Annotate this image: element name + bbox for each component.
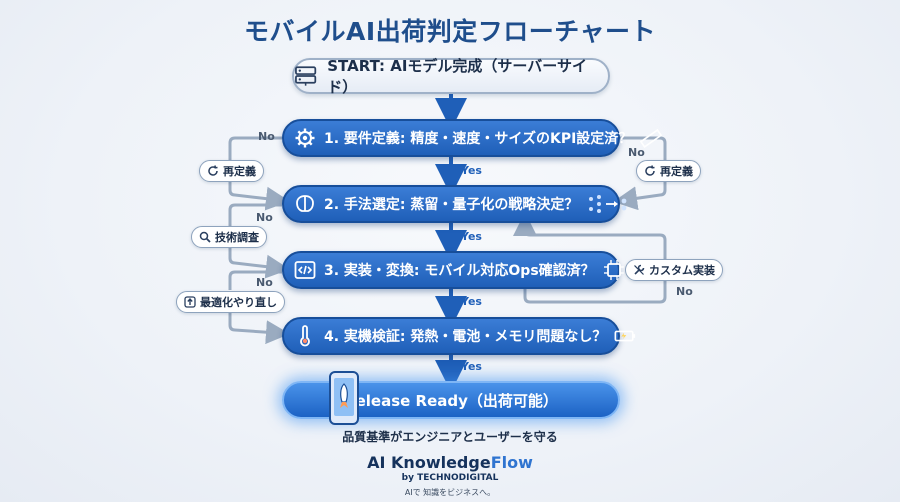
step-1-label: 1. 要件定義: 精度・速度・サイズのKPI設定済？ [324,131,633,147]
upload-icon [184,296,196,308]
reoptimize-label: 最適化やり直し [200,296,277,309]
loop-step3-left [228,270,282,290]
step-3-label: 3. 実装・変換: モバイル対応Ops確認済？ [324,263,595,279]
tech-research-label: 技術調査 [215,231,259,244]
refresh-icon [645,165,655,176]
yes-label-3: Yes [461,295,482,308]
chip-icon [603,259,625,281]
wrench-icon [634,264,645,275]
refresh-icon [208,165,218,176]
ruler-icon [640,127,663,149]
loop-step1-right [620,136,667,160]
diagram-title: モバイルAI出荷判定フローチャート [244,17,656,46]
step-1-node: 1. 要件定義: 精度・速度・サイズのKPI設定済？ [282,119,663,157]
gear-icon [294,127,316,149]
brand-by: by TECHNODIGITAL [401,473,499,483]
brand-slogan: AIで 知識をビジネスへ。 [404,488,496,497]
redefine-left-label: 再定義 [223,165,256,178]
yes-label-2: Yes [461,230,482,243]
brain-icon [294,193,316,215]
yes-label-4: Yes [461,360,482,373]
server-icon [295,66,317,86]
loop-step1-left [228,136,282,160]
step-4-label: 4. 実機検証: 発熱・電池・メモリ問題なし？ [324,329,607,345]
no-label-step1-left: No [258,130,275,143]
brand-part1: AI Knowledge [367,453,491,472]
redefine-right-pill: 再定義 [636,160,701,182]
battery-icon [614,325,636,347]
redefine-right-label: 再定義 [660,165,693,178]
brand-part2: Flow [490,453,533,472]
code-icon [294,259,316,281]
no-label-step3-left: No [256,276,273,289]
loop-step2-left [228,203,282,226]
no-label-step1-right: No [628,146,645,159]
reoptimize-pill: 最適化やり直し [176,291,285,313]
custom-impl-pill: カスタム実装 [625,259,723,281]
tech-research-pill: 技術調査 [191,226,267,248]
start-label: START: AIモデル完成（サーバーサイド） [327,57,587,96]
loop-tech-return [228,246,290,279]
tagline: 品質基準がエンジニアとユーザーを守る [342,430,558,444]
loop-reoptimize-return [228,312,290,345]
brand-logo: AI KnowledgeFlow [0,453,900,472]
loop-redefine-left-return [228,180,290,211]
yes-label-1: Yes [461,164,482,177]
thermometer-icon [294,325,316,347]
magnifier-icon [199,231,211,243]
network-distill-icon [586,193,632,215]
step-2-label: 2. 手法選定: 蒸留・量子化の戦略決定？ [324,197,579,213]
step-3-node: 3. 実装・変換: モバイル対応Ops確認済？ [282,251,624,289]
loop-custom-return [513,212,667,260]
no-label-step3-right: No [676,285,693,298]
no-label-step2: No [256,211,273,224]
redefine-left-pill: 再定義 [199,160,264,182]
step-2-node: 2. 手法選定: 蒸留・量子化の戦略決定？ [282,185,627,223]
custom-impl-label: カスタム実装 [649,264,715,277]
loop-redefine-right-return [613,180,667,211]
release-label: Release Ready（出荷可能） [344,391,558,410]
phone-rocket-icon [329,371,359,425]
step-4-node: 4. 実機検証: 発熱・電池・メモリ問題なし？ [282,317,636,355]
loop-step3-right [523,280,667,304]
start-node: START: AIモデル完成（サーバーサイド） [292,57,610,96]
